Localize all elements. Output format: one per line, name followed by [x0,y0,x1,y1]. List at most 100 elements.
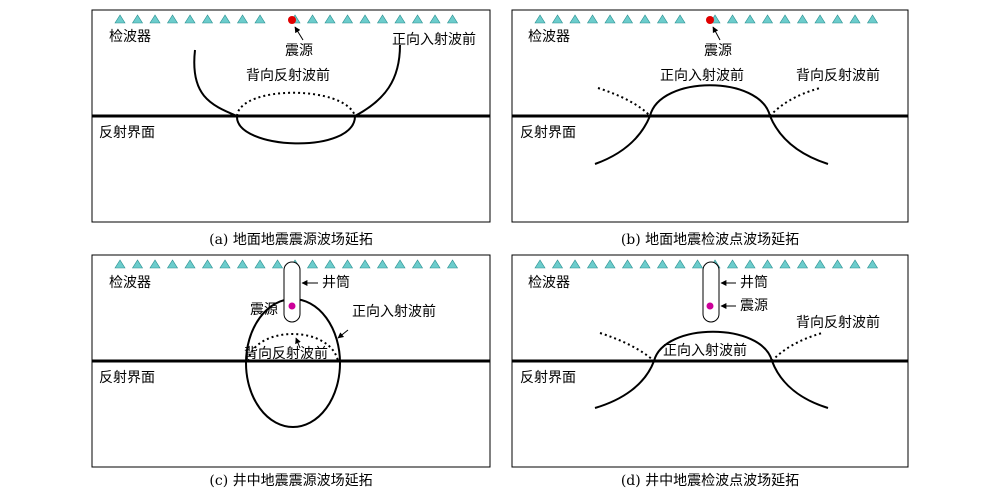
panel-c-borehole-label: 井筒 [322,274,350,291]
panel-c: 检波器 反射界面 井筒 震源 正向入射波前 背向反射波前 (c) 井中地震震源波… [91,254,491,489]
receiver-icon [324,259,336,269]
panel-a-source-label: 震源 [285,43,313,59]
receiver-icon [341,14,354,24]
panel-b-backward-right [769,87,821,117]
panel-c-source-marker [288,302,296,310]
receiver-icon [849,259,861,269]
panel-a-receiver-array [114,14,459,24]
panel-a: 检波器 震源 反射界面 背向反射波前 正向入射波前 (a) 地面地震震源波场延拓 [91,9,491,248]
panel-d-backward-left [599,332,655,362]
receiver-icon [569,14,581,24]
receiver-icon [761,259,774,269]
panel-d-backward-right [771,332,823,362]
receiver-icon [341,259,354,269]
panel-b-backward-left [597,87,651,117]
receiver-icon [166,259,179,269]
panel-a-source-arrow [294,26,304,41]
receiver-icon [359,14,371,24]
receiver-icon [761,14,774,24]
panel-a-caption: (a) 地面地震震源波场延拓 [209,232,373,248]
panel-b-transmitted-left [594,115,651,165]
receiver-icon [569,259,581,269]
receiver-icon [604,14,616,24]
panel-a-backward-label: 背向反射波前 [246,67,330,84]
receiver-icon [446,259,459,269]
receiver-icon [534,259,546,269]
panel-c-source-label: 震源 [250,302,278,318]
receiver-icon [674,14,686,24]
panel-b-source-arrow [712,26,721,41]
panel-d-transmitted-right [771,360,829,409]
receiver-icon [429,14,441,24]
receiver-icon [866,259,879,269]
panel-a-forward-wavefront [193,44,401,117]
receiver-icon [831,14,844,24]
receiver-icon [621,14,634,24]
receiver-icon [534,14,546,24]
receiver-icon [411,259,424,269]
panel-d-source-label: 震源 [740,298,768,314]
panel-b-receivers-label: 检波器 [528,29,570,45]
panel-a-source-marker [288,16,296,24]
receiver-icon [639,14,651,24]
receiver-icon [744,14,756,24]
panel-d-source-marker [706,302,714,310]
receiver-icon [656,259,669,269]
receiver-icon [429,259,441,269]
panel-c-caption: (c) 井中地震震源波场延拓 [209,473,372,489]
panel-c-backward-arrow [295,337,301,349]
receiver-icon [236,259,249,269]
panel-b: 检波器 震源 反射界面 正向入射波前 背向反射波前 (b) 地面地震检波点波场延… [511,9,909,248]
panel-c-backward-label: 背向反射波前 [244,345,328,362]
receiver-icon [744,259,756,269]
receiver-icon [586,14,599,24]
receiver-icon [726,259,739,269]
receiver-icon [551,259,564,269]
receiver-icon [411,14,424,24]
panel-c-borehole [283,261,301,323]
receiver-icon [656,14,669,24]
receiver-icon [306,14,319,24]
panel-a-transmitted-wavefront [235,115,356,145]
receiver-icon [726,14,739,24]
receiver-icon [376,14,389,24]
panel-d: 检波器 反射界面 井筒 震源 正向入射波前 背向反射波前 (d) 井中地震检波点… [511,254,909,489]
receiver-icon [446,14,459,24]
receiver-icon [306,259,319,269]
receiver-icon [586,259,599,269]
panel-d-forward-label: 正向入射波前 [663,342,747,359]
panel-b-reflector-label: 反射界面 [520,125,576,141]
receiver-icon [796,14,809,24]
receiver-icon [236,14,249,24]
panel-d-caption: (d) 井中地震检波点波场延拓 [621,473,799,489]
receiver-icon [131,259,144,269]
receiver-icon [359,259,371,269]
panel-a-reflector-label: 反射界面 [99,125,155,141]
panel-d-receiver-array [534,259,879,269]
panel-b-receiver-array [534,14,879,24]
panel-b-caption: (b) 地面地震检波点波场延拓 [621,232,799,248]
receiver-icon [184,14,196,24]
panel-b-forward-label: 正向入射波前 [660,67,744,84]
receiver-icon [604,259,616,269]
receiver-icon [201,259,214,269]
panel-a-backward-wavefront [236,91,356,117]
panel-c-forward-label: 正向入射波前 [352,303,436,320]
receiver-icon [254,14,266,24]
receiver-icon [814,14,826,24]
panel-d-forward-wavefront [653,330,773,362]
panel-d-borehole-label: 井筒 [740,274,768,291]
receiver-icon [551,14,564,24]
panel-d-transmitted-left [594,360,655,409]
receiver-icon [621,259,634,269]
panel-c-backward-wavefront [247,333,339,362]
receiver-icon [114,259,126,269]
receiver-icon [149,259,161,269]
receiver-icon [184,259,196,269]
panel-c-forward-arrow [337,329,349,339]
receiver-icon [166,14,179,24]
receiver-icon [219,259,231,269]
panel-b-backward-label: 背向反射波前 [796,67,880,84]
panel-b-source-marker [706,16,714,24]
